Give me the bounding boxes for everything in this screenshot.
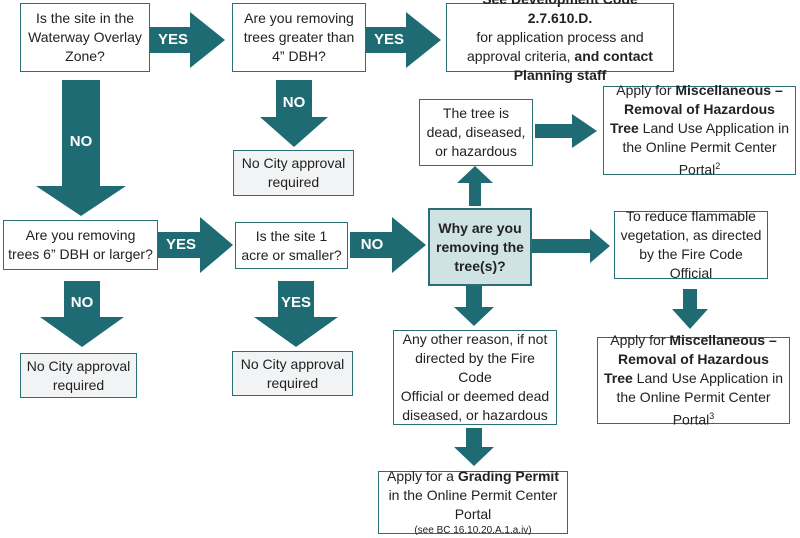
label-no-acre: NO bbox=[360, 236, 384, 253]
development-code-box: See Development Code 2.7.610.D. for appli… bbox=[446, 0, 674, 83]
arrow-other-down bbox=[454, 428, 494, 466]
dev-code-text: for application process and approval cri… bbox=[467, 29, 644, 64]
arrow-yes-waterway bbox=[150, 12, 225, 68]
arrow-no-acre bbox=[350, 217, 426, 273]
misc-hazardous-tree-box-2: Apply for Miscellaneous – Removal of Haz… bbox=[597, 332, 790, 428]
waterway-question-box: Is the site in the Waterway Overlay Zone… bbox=[20, 3, 150, 72]
flammable-vegetation-box: To reduce flammable vegetation, as direc… bbox=[614, 208, 768, 281]
grading-note: (see BC 16.10.20.A.1.a.iv) bbox=[414, 525, 532, 536]
grading-pre: Apply for a bbox=[387, 468, 458, 484]
arrow-no-waterway bbox=[36, 80, 126, 216]
arrow-flammable-down bbox=[672, 289, 708, 329]
misc-hazardous-tree-box-1: Apply for Miscellaneous – Removal of Haz… bbox=[603, 82, 796, 178]
arrow-dead-to-misc bbox=[535, 114, 597, 148]
label-yes-trees6: YES bbox=[165, 236, 196, 253]
arrow-yes-trees4 bbox=[366, 12, 441, 68]
misc1-pre: Apply for bbox=[616, 82, 676, 99]
dead-tree-box: The tree is dead, diseased, or hazardous bbox=[419, 99, 533, 166]
label-yes-acre: YES bbox=[280, 294, 311, 311]
misc2-footnote: 3 bbox=[709, 411, 715, 422]
label-yes-waterway: YES bbox=[157, 31, 188, 48]
other-reason-box: Any other reason, if not directed by the… bbox=[393, 330, 557, 425]
trees4-question-box: Are you removing trees greater than 4” D… bbox=[232, 3, 366, 72]
grading-permit-box: Apply for a Grading Permit in the Online… bbox=[378, 468, 568, 536]
why-removing-box: Why are you removing the tree(s)? bbox=[428, 208, 532, 286]
arrow-yes-trees6 bbox=[158, 217, 233, 273]
label-no-trees4: NO bbox=[282, 94, 306, 111]
label-no-waterway: NO bbox=[69, 133, 93, 150]
dev-code-contact: and contact Planning staff bbox=[513, 48, 653, 83]
arrow-why-to-flammable bbox=[532, 229, 610, 263]
arrow-why-up bbox=[457, 166, 493, 206]
misc1-post: Land Use Application in the Online Permi… bbox=[622, 120, 790, 178]
no-approval-mid-box: No City approval required bbox=[232, 351, 353, 396]
grading-bold: Grading Permit bbox=[457, 468, 559, 484]
trees6-question-box: Are you removing trees 6” DBH or larger? bbox=[3, 220, 158, 270]
misc2-bold: Miscellaneous – Removal of Hazardous Tre… bbox=[603, 332, 777, 387]
label-no-trees6: NO bbox=[70, 294, 94, 311]
misc2-pre: Apply for bbox=[610, 332, 670, 349]
arrow-no-trees4 bbox=[260, 80, 328, 147]
arrow-yes-acre bbox=[254, 281, 338, 347]
arrow-why-down bbox=[454, 286, 494, 326]
misc2-post: Land Use Application in the Online Permi… bbox=[616, 370, 784, 428]
no-approval-left-box: No City approval required bbox=[20, 353, 137, 398]
label-yes-trees4: YES bbox=[373, 31, 404, 48]
no-approval-top-box: No City approval required bbox=[233, 150, 354, 196]
grading-post: in the Online Permit Center Portal bbox=[388, 487, 558, 522]
dev-code-bold: See Development Code 2.7.610.D. bbox=[482, 0, 638, 26]
acre-question-box: Is the site 1 acre or smaller? bbox=[235, 222, 348, 269]
arrow-no-trees6 bbox=[40, 281, 124, 347]
misc1-footnote: 2 bbox=[715, 161, 721, 172]
misc1-bold: Miscellaneous – Removal of Hazardous Tre… bbox=[609, 82, 783, 137]
